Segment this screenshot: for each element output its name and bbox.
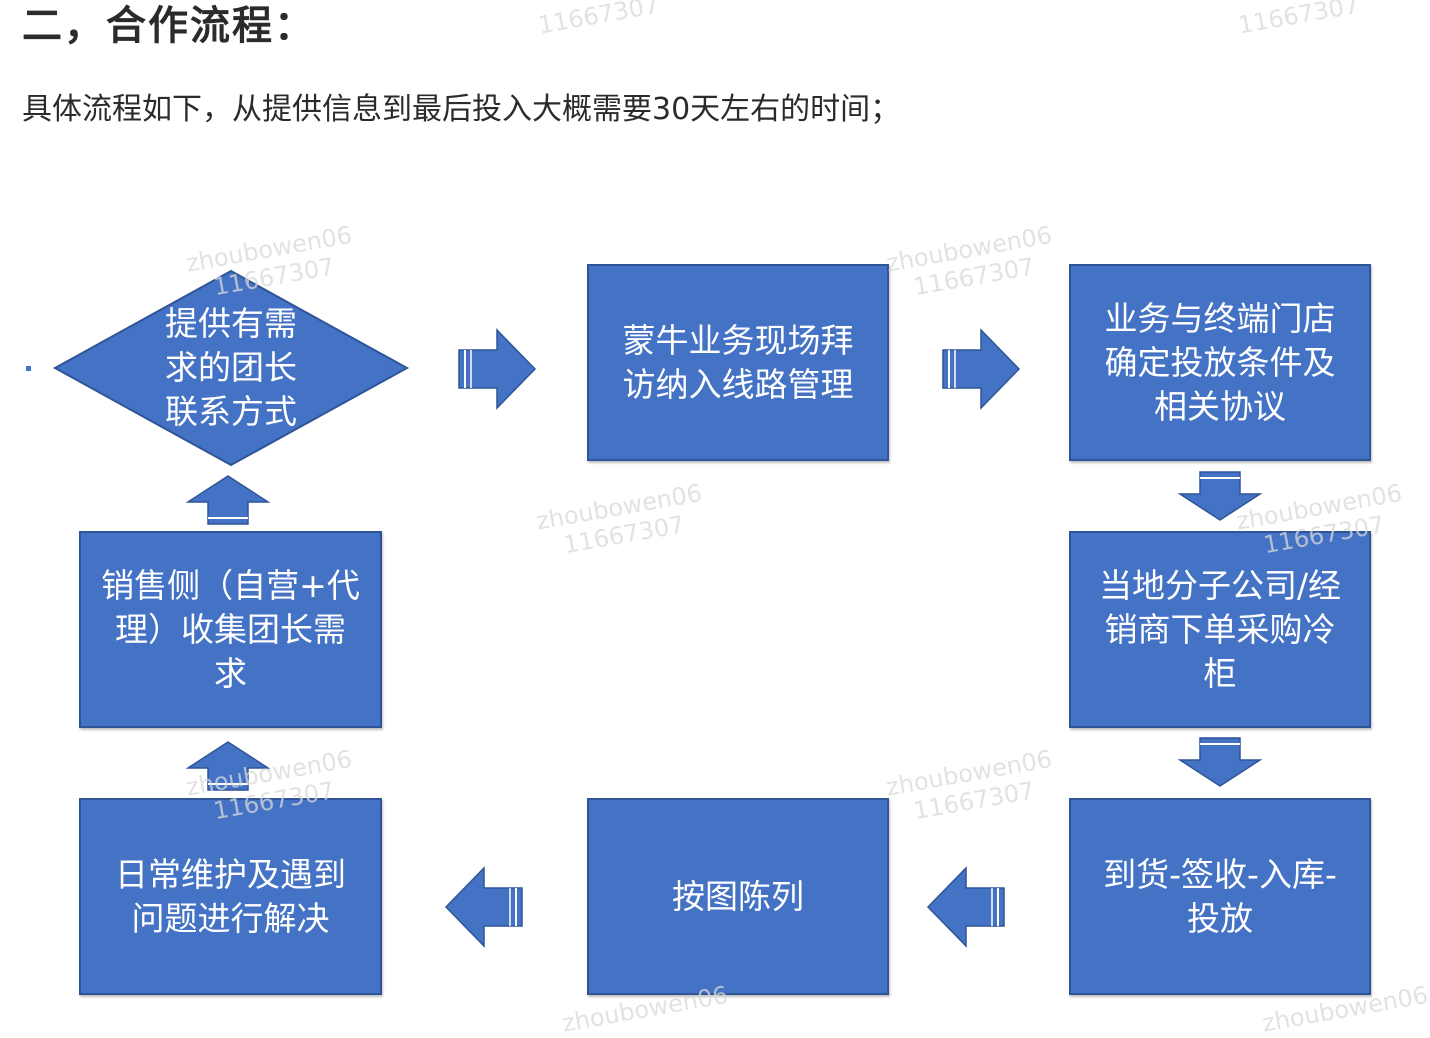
step-collect-demand-label: 销售侧（自营+代 理）收集团长需 求 — [101, 565, 360, 693]
step-maintenance: 日常维护及遇到 问题进行解决 — [79, 798, 382, 995]
step-collect-demand: 销售侧（自营+代 理）收集团长需 求 — [79, 531, 382, 728]
step-delivery-label: 到货-签收-入库- 投放 — [1103, 854, 1337, 938]
watermark-id: 11667307 — [536, 0, 662, 40]
intro-text: 具体流程如下，从提供信息到最后投入大概需要30天左右的时间； — [22, 92, 901, 127]
arrow-right-icon — [942, 328, 1021, 410]
step-provide-contact: 提供有需 求的团长 联系方式 — [52, 268, 410, 468]
arrow-down-icon — [1178, 737, 1262, 787]
section-heading: 二，合作流程： — [22, 3, 316, 49]
step-provide-contact-label: 提供有需 求的团长 联系方式 — [165, 304, 297, 431]
arrow-down-icon — [1178, 471, 1262, 521]
arrow-left-icon — [926, 866, 1005, 948]
step-display-label: 按图陈列 — [672, 876, 804, 916]
watermark-id: 11667307 — [1236, 0, 1362, 40]
step-agreement: 业务与终端门店 确定投放条件及 相关协议 — [1069, 264, 1371, 461]
step-site-visit-label: 蒙牛业务现场拜 访纳入线路管理 — [622, 320, 854, 404]
arrow-right-icon — [458, 328, 537, 410]
step-display: 按图陈列 — [587, 798, 889, 995]
step-agreement-label: 业务与终端门店 确定投放条件及 相关协议 — [1104, 298, 1336, 426]
step-site-visit: 蒙牛业务现场拜 访纳入线路管理 — [587, 264, 889, 461]
step-purchase-freezer: 当地分子公司/经 销商下单采购冷 柜 — [1069, 531, 1371, 728]
step-maintenance-label: 日常维护及遇到 问题进行解决 — [115, 854, 346, 938]
stray-dot — [26, 366, 31, 371]
arrow-left-icon — [444, 866, 523, 948]
watermark: 11667307 — [1236, 0, 1361, 40]
diamond-shape — [52, 269, 410, 467]
arrow-up-icon — [186, 741, 270, 791]
arrow-up-icon — [186, 475, 270, 525]
watermark: 11667307 — [536, 0, 661, 40]
step-delivery: 到货-签收-入库- 投放 — [1069, 798, 1371, 995]
step-purchase-freezer-label: 当地分子公司/经 销商下单采购冷 柜 — [1098, 565, 1342, 693]
